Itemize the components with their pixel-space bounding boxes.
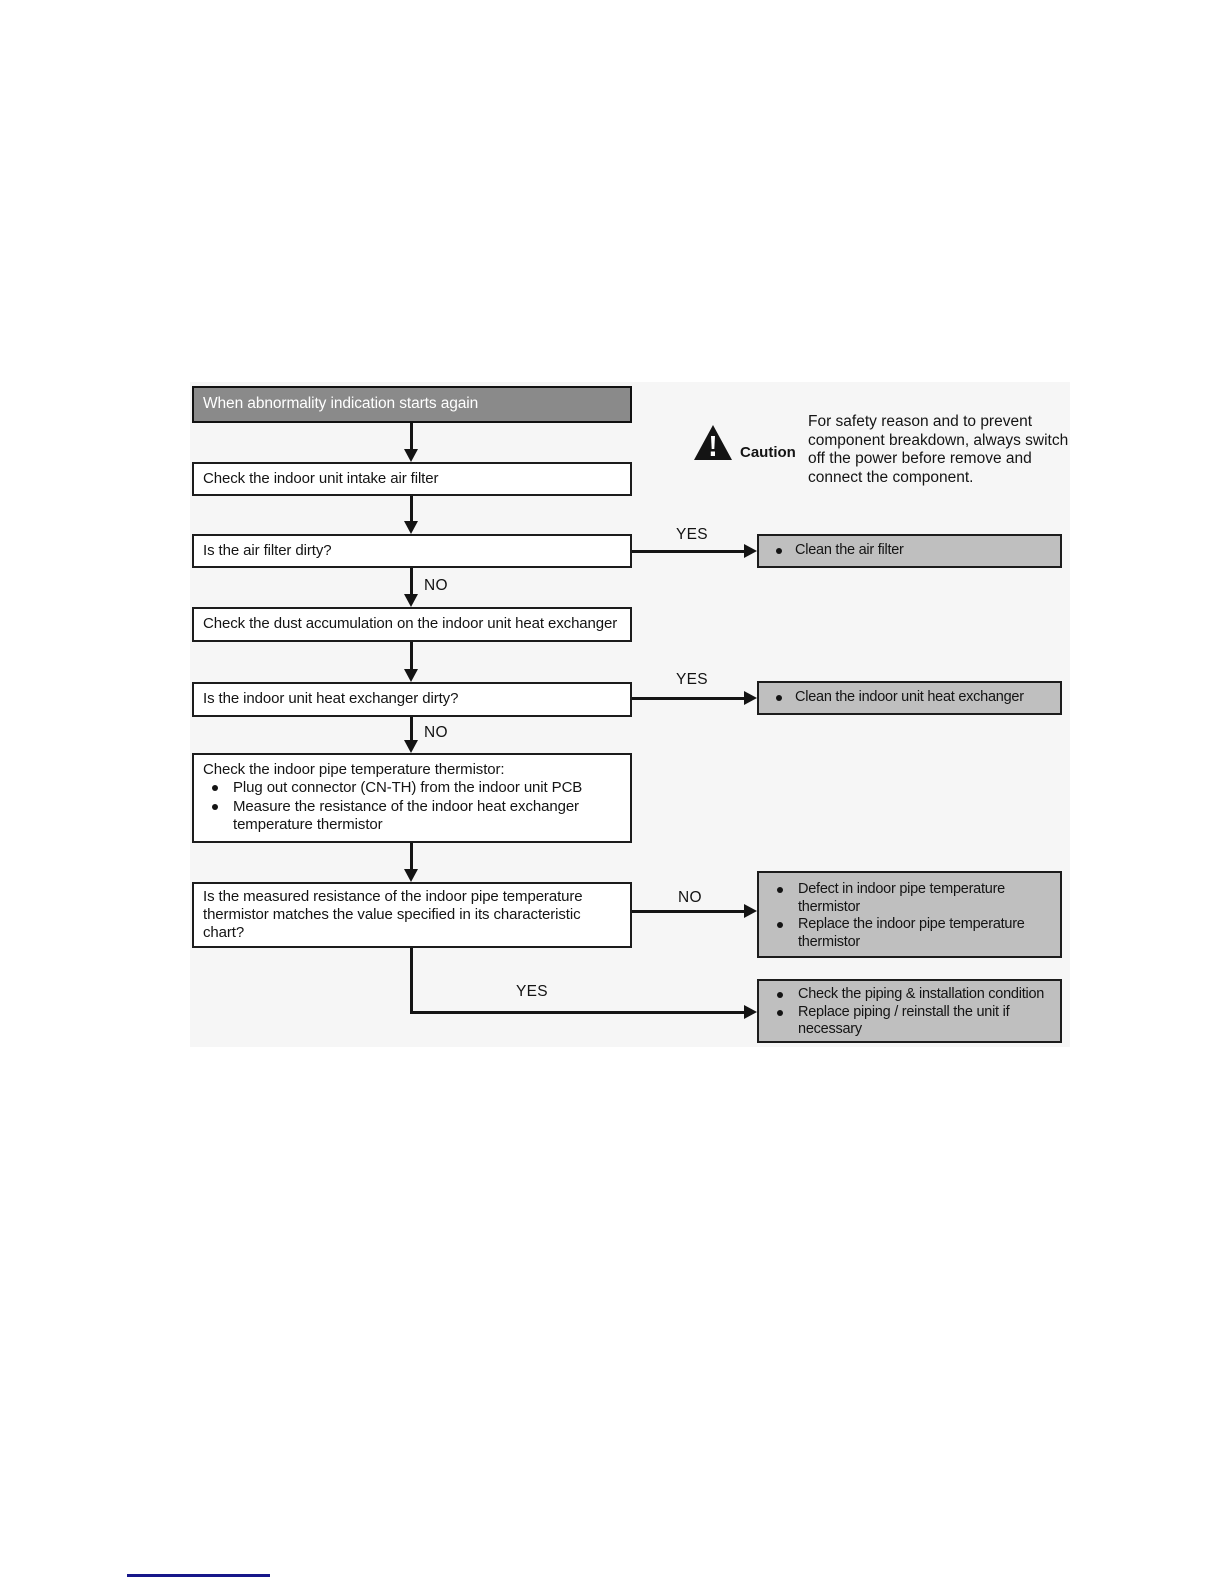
connector-line	[632, 910, 744, 913]
connector-line	[410, 1011, 744, 1014]
result-check-piping-item: Check the piping & installation conditio…	[768, 986, 1050, 1004]
branch-label-no: NO	[424, 577, 448, 594]
flow-question-resistance-box: Is the measured resistance of the indoor…	[192, 882, 632, 948]
flow-check-dust-box: Check the dust accumulation on the indoo…	[192, 607, 632, 642]
connector-line	[632, 697, 744, 700]
result-defect-thermistor-item: Defect in indoor pipe temperature thermi…	[768, 881, 1050, 916]
footer-link-underline	[127, 1574, 270, 1577]
result-clean-air-filter-item: Clean the air filter	[768, 542, 904, 560]
flow-start-box: When abnormality indication starts again	[192, 386, 632, 423]
result-clean-heat-exchanger-box: Clean the indoor unit heat exchanger	[757, 681, 1062, 715]
connector-line	[632, 550, 744, 553]
flow-start-label: When abnormality indication starts again	[203, 395, 479, 413]
connector-line	[410, 496, 413, 521]
arrow-down-icon	[404, 740, 418, 753]
flow-question-heat-exchanger-box: Is the indoor unit heat exchanger dirty?	[192, 682, 632, 717]
flow-check-air-filter-label: Check the indoor unit intake air filter	[203, 469, 439, 487]
branch-label-no: NO	[424, 724, 448, 741]
arrow-down-icon	[404, 449, 418, 462]
flow-question-heat-exchanger-label: Is the indoor unit heat exchanger dirty?	[203, 690, 459, 708]
arrow-right-icon	[744, 904, 757, 918]
flow-check-thermistor-step: Measure the resistance of the indoor hea…	[203, 798, 620, 835]
result-check-piping-box: Check the piping & installation conditio…	[757, 979, 1062, 1043]
result-clean-air-filter-box: Clean the air filter	[757, 534, 1062, 568]
connector-line	[410, 423, 413, 449]
flow-check-thermistor-box: Check the indoor pipe temperature thermi…	[192, 753, 632, 843]
arrow-right-icon	[744, 691, 757, 705]
result-defect-thermistor-box: Defect in indoor pipe temperature thermi…	[757, 871, 1062, 958]
caution-text: For safety reason and to prevent compone…	[808, 413, 1069, 486]
arrow-down-icon	[404, 869, 418, 882]
arrow-right-icon	[744, 544, 757, 558]
arrow-right-icon	[744, 1005, 757, 1019]
arrow-down-icon	[404, 594, 418, 607]
flow-check-thermistor-step: Plug out connector (CN-TH) from the indo…	[203, 779, 620, 797]
flow-question-air-filter-label: Is the air filter dirty?	[203, 541, 332, 559]
flow-question-resistance-label: Is the measured resistance of the indoor…	[203, 887, 583, 942]
flow-check-air-filter-box: Check the indoor unit intake air filter	[192, 462, 632, 496]
flow-question-air-filter-box: Is the air filter dirty?	[192, 534, 632, 568]
connector-line	[410, 568, 413, 594]
connector-line	[410, 948, 413, 1013]
connector-line	[410, 642, 413, 669]
arrow-down-icon	[404, 669, 418, 682]
caution-warning-icon	[693, 424, 733, 466]
flow-check-dust-label: Check the dust accumulation on the indoo…	[203, 615, 618, 633]
connector-line	[410, 843, 413, 869]
arrow-down-icon	[404, 521, 418, 534]
result-defect-thermistor-item: Replace the indoor pipe temperature ther…	[768, 916, 1050, 951]
branch-label-no: NO	[678, 889, 702, 906]
flow-check-thermistor-heading: Check the indoor pipe temperature thermi…	[203, 761, 505, 778]
branch-label-yes: YES	[676, 526, 708, 543]
result-check-piping-item: Replace piping / reinstall the unit if n…	[768, 1004, 1050, 1039]
branch-label-yes: YES	[676, 671, 708, 688]
connector-line	[410, 717, 413, 740]
caution-label: Caution	[740, 444, 796, 461]
result-clean-heat-exchanger-item: Clean the indoor unit heat exchanger	[768, 689, 1024, 707]
branch-label-yes: YES	[516, 983, 548, 1000]
